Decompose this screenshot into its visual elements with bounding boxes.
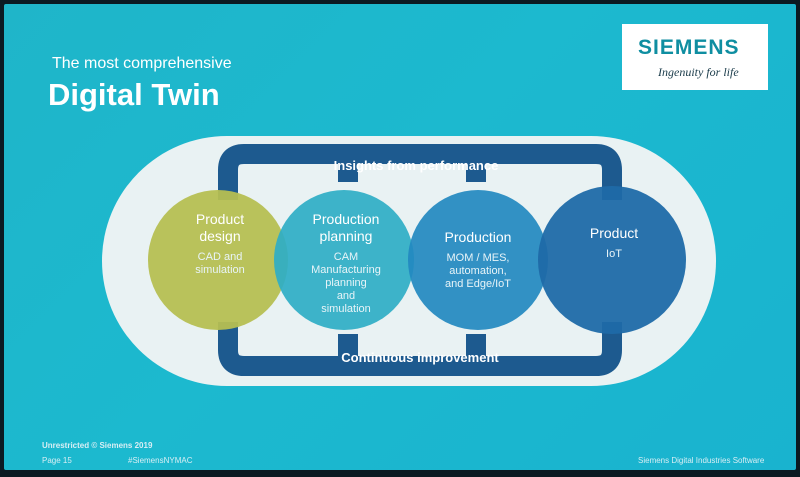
stage-subtitle-line: MOM / MES, bbox=[447, 252, 510, 264]
stage-subtitle-line: IoT bbox=[606, 248, 622, 260]
stage-circle-product-design bbox=[148, 190, 288, 330]
slide-title: Digital Twin bbox=[48, 77, 220, 112]
top-bar-label: Insights from performance bbox=[334, 158, 499, 173]
stage-title-line: design bbox=[199, 228, 240, 244]
top-loop-bar bbox=[218, 144, 622, 200]
footer-page-number: Page 15 bbox=[42, 456, 72, 465]
logo-brand: SIEMENS bbox=[638, 36, 740, 59]
stage-subtitle-line: and Edge/IoT bbox=[445, 278, 511, 290]
stage-subtitle-line: simulation bbox=[195, 264, 245, 276]
footer-hashtag: #SiemensNYMAC bbox=[128, 456, 193, 465]
presentation-slide: The most comprehensive Digital Twin SIEM… bbox=[4, 4, 796, 470]
digital-twin-diagram: Insights from performance Continuous imp… bbox=[102, 136, 716, 386]
stage-subtitle-line: CAD and bbox=[198, 251, 243, 263]
stage-circle-product bbox=[538, 186, 686, 334]
stage-title-line: Product bbox=[196, 211, 244, 227]
stage-title-line: Product bbox=[590, 225, 638, 241]
stage-circle-production-planning bbox=[274, 190, 414, 330]
stage-subtitle-line: and bbox=[337, 290, 355, 302]
stage-subtitle-line: Manufacturing bbox=[311, 264, 381, 276]
logo-tagline: Ingenuity for life bbox=[658, 65, 739, 79]
slide-subtitle: The most comprehensive bbox=[52, 55, 232, 72]
stage-subtitle-line: CAM bbox=[334, 251, 358, 263]
stage-title-line: Production bbox=[313, 211, 380, 227]
bottom-loop-bar bbox=[218, 322, 622, 376]
footer-company: Siemens Digital Industries Software bbox=[638, 456, 765, 465]
stage-subtitle-line: simulation bbox=[321, 303, 371, 315]
stage-subtitle-line: automation, bbox=[449, 265, 506, 277]
bottom-bar-label: Continuous improvement bbox=[341, 350, 499, 365]
stage-subtitle-line: planning bbox=[325, 277, 367, 289]
stage-circle-production bbox=[408, 190, 548, 330]
stage-title-line: planning bbox=[320, 228, 373, 244]
stage-title-line: Production bbox=[445, 229, 512, 245]
siemens-logo: SIEMENS Ingenuity for life bbox=[622, 24, 768, 90]
footer-classification: Unrestricted © Siemens 2019 bbox=[42, 441, 153, 450]
